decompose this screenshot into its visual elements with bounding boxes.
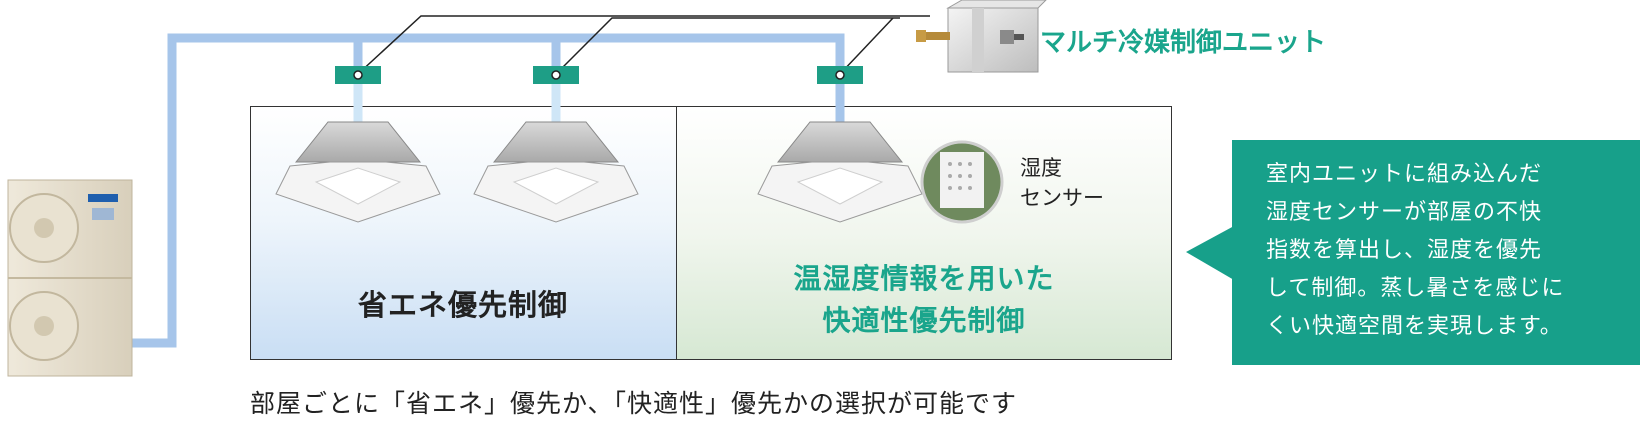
callout-text: 室内ユニットに組み込んだ 湿度センサーが部屋の不快 指数を算出し、湿度を優先 し… (1266, 156, 1626, 346)
indoor-cassette-unit (473, 121, 639, 223)
sensor-label-line: センサー (1020, 186, 1104, 210)
outdoor-unit (7, 179, 133, 377)
room-comfort (676, 106, 1172, 360)
callout-line: 湿度センサーが部屋の不快 (1266, 200, 1543, 225)
callout-line: して制御。蒸し暑さを感じに (1266, 276, 1565, 301)
indoor-cassette-unit (275, 121, 441, 223)
comfort-priority-label: 温湿度情報を用いた 快適性優先制御 (676, 258, 1172, 342)
indoor-cassette-unit (757, 121, 923, 223)
indoor-drop-pipes (353, 80, 845, 130)
caption: 部屋ごとに「省エネ」優先か、「快適性」優先かの選択が可能です (250, 389, 1018, 418)
comfort-label-line: 温湿度情報を用いた (793, 262, 1055, 295)
multi-refrigerant-control-unit (916, 0, 1047, 73)
callout-pointer (1186, 226, 1234, 280)
humidity-sensor (920, 140, 1004, 224)
control-wiring (357, 15, 930, 75)
sensor-label-line: 湿度 (1020, 156, 1062, 180)
branch-connector (817, 66, 863, 84)
callout-line: 室内ユニットに組み込んだ (1266, 162, 1543, 187)
callout-line: くい快適空間を実現します。 (1266, 314, 1563, 339)
comfort-label-line: 快適性優先制御 (822, 304, 1026, 337)
branch-connector (335, 66, 381, 84)
sensor-label: 湿度 センサー (1020, 153, 1104, 213)
multi-unit-label: マルチ冷媒制御ユニット (1040, 28, 1327, 58)
branch-connector (533, 66, 579, 84)
energy-saving-label: 省エネ優先制御 (357, 288, 568, 322)
callout-box (1232, 140, 1640, 365)
callout-line: 指数を算出し、湿度を優先 (1266, 238, 1543, 263)
